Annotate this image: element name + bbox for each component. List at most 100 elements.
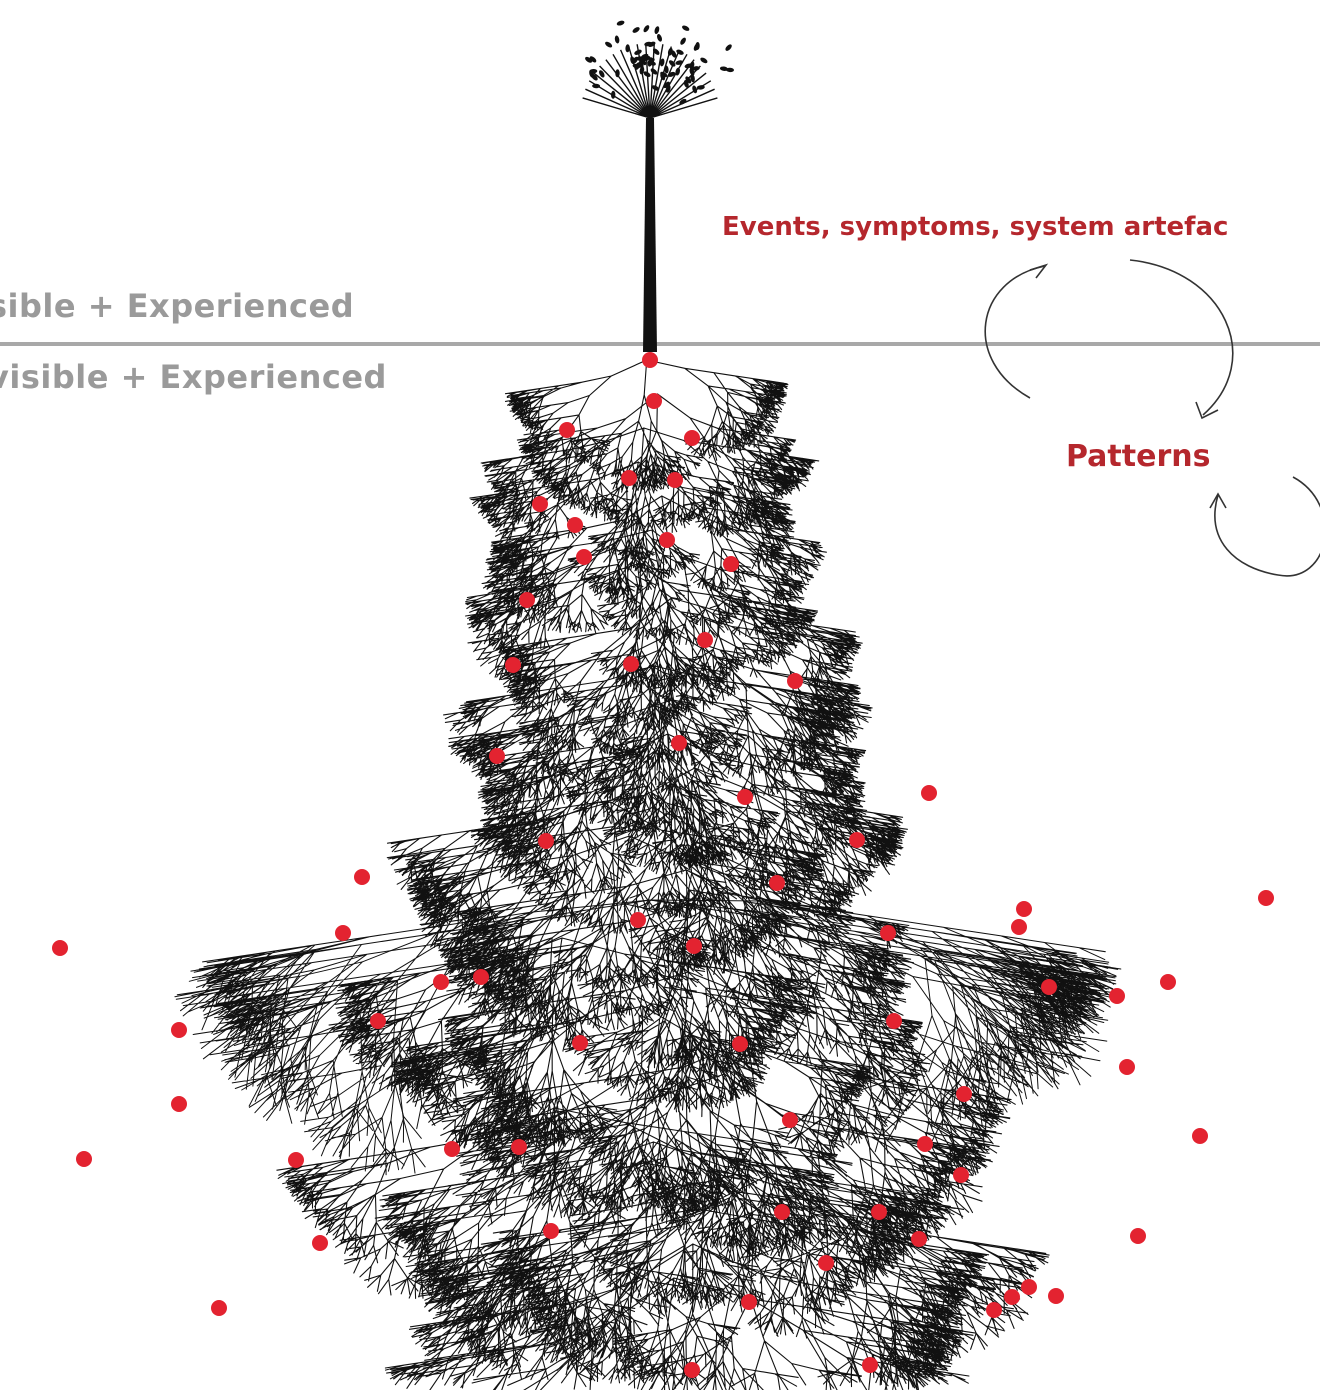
root-system <box>175 360 1121 1390</box>
root-node-dot <box>642 352 658 368</box>
root-node-dot <box>769 875 785 891</box>
root-node-dot <box>818 1255 834 1271</box>
root-node-dot <box>211 1300 227 1316</box>
root-node-dot <box>76 1151 92 1167</box>
root-node-dot <box>782 1112 798 1128</box>
leaf <box>699 56 708 64</box>
root-node-dot <box>917 1136 933 1152</box>
root-node-dot <box>532 496 548 512</box>
root-node-dot <box>911 1231 927 1247</box>
leaf <box>625 44 630 52</box>
root-node-dot <box>953 1167 969 1183</box>
root-node-dot <box>621 470 637 486</box>
root-node-dot <box>1011 919 1027 935</box>
root-node-dot <box>684 430 700 446</box>
root-node-dot <box>567 517 583 533</box>
leaf <box>592 84 600 89</box>
root-node-dot <box>444 1141 460 1157</box>
root-node-dot <box>335 925 351 941</box>
cycle-arrow-icon <box>985 260 1320 576</box>
root-node-dot <box>171 1022 187 1038</box>
root-node-dot <box>741 1294 757 1310</box>
root-node-dot <box>659 532 675 548</box>
leaf <box>664 65 669 73</box>
tree-trunk <box>643 118 657 352</box>
root-node-dot <box>880 925 896 941</box>
above-ground-label: sible + Experienced <box>0 287 354 325</box>
root-node-dot <box>1109 988 1125 1004</box>
root-node-dot <box>288 1152 304 1168</box>
root-node-dot <box>1130 1228 1146 1244</box>
events-label: Events, symptoms, system artefac <box>722 212 1228 242</box>
root-node-dot <box>737 789 753 805</box>
root-node-dot <box>862 1357 878 1373</box>
root-node-dot <box>519 592 535 608</box>
root-node-dot <box>686 938 702 954</box>
tree-crown-icon <box>583 20 735 118</box>
root-node-dot <box>473 969 489 985</box>
root-node-dot <box>505 657 521 673</box>
root-node-dot <box>538 833 554 849</box>
leaf <box>611 91 616 99</box>
root-node-dot <box>1048 1288 1064 1304</box>
root-node-dot <box>1192 1128 1208 1144</box>
root-node-dot <box>684 1362 700 1378</box>
root-node-dot <box>697 632 713 648</box>
leaf <box>654 26 660 35</box>
root-branch <box>391 1006 874 1224</box>
root-node-dot <box>354 869 370 885</box>
root-node-dot <box>646 393 662 409</box>
root-node-dot <box>572 1035 588 1051</box>
cycle-arc-left <box>985 266 1045 398</box>
root-node-dot <box>723 556 739 572</box>
root-node-dot <box>623 656 639 672</box>
root-node-dot <box>370 1013 386 1029</box>
root-node-dot <box>1004 1289 1020 1305</box>
root-node-dot <box>732 1036 748 1052</box>
root-node-dot <box>52 940 68 956</box>
leaf <box>614 35 620 44</box>
cycle-arrowhead-right <box>1196 402 1218 418</box>
root-node-dot <box>1041 979 1057 995</box>
root-node-dot <box>956 1086 972 1102</box>
patterns-label: Patterns <box>1066 439 1210 474</box>
crown-branches <box>583 43 718 118</box>
root-node-dot <box>787 673 803 689</box>
root-node-dot <box>1119 1059 1135 1075</box>
root-node-dot <box>1021 1279 1037 1295</box>
root-node-dot <box>1160 974 1176 990</box>
leaf <box>632 26 641 34</box>
root-node-dot <box>1258 890 1274 906</box>
leaf <box>724 43 733 52</box>
root-node-dot <box>511 1139 527 1155</box>
leaf <box>675 60 684 66</box>
root-node-dot <box>986 1302 1002 1318</box>
leaf <box>681 24 690 32</box>
root-node-dot <box>630 912 646 928</box>
leaf <box>679 37 687 46</box>
cycle-arc-small <box>1215 477 1320 576</box>
root-node-dot <box>671 735 687 751</box>
leaf <box>656 33 663 42</box>
leaf <box>647 41 656 49</box>
leaf <box>604 41 613 49</box>
root-node-dot <box>433 974 449 990</box>
leaf <box>642 24 650 33</box>
root-node-dot <box>576 549 592 565</box>
root-node-dot <box>171 1096 187 1112</box>
cycle-arrowhead-left <box>1030 265 1046 278</box>
root-node-dot <box>921 785 937 801</box>
root-node-dot <box>871 1204 887 1220</box>
root-node-dot <box>886 1013 902 1029</box>
below-ground-label: visible + Experienced <box>0 358 387 396</box>
root-node-dot <box>1016 901 1032 917</box>
root-node-dot <box>667 472 683 488</box>
root-node-dot <box>774 1204 790 1220</box>
root-node-dot <box>489 748 505 764</box>
root-node-dot <box>559 422 575 438</box>
leaf <box>616 20 625 27</box>
root-node-dot <box>849 832 865 848</box>
root-node-dot <box>312 1235 328 1251</box>
cycle-arc-right <box>1130 260 1233 415</box>
